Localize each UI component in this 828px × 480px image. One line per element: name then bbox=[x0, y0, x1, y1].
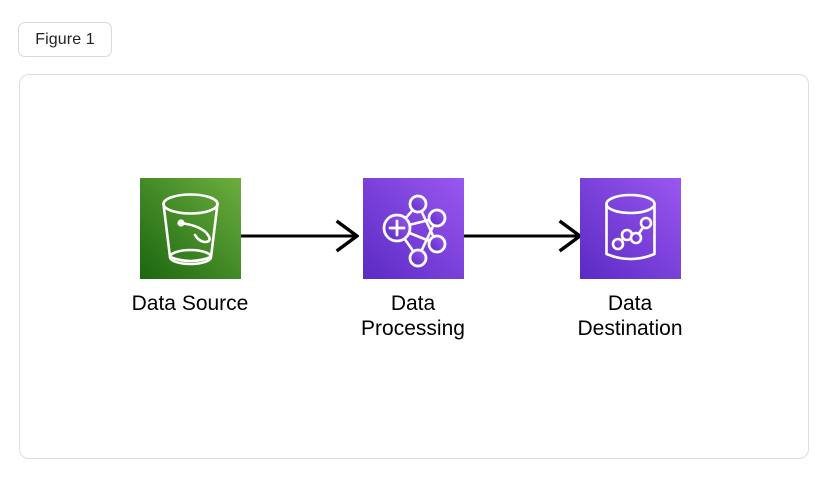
pipeline-node-label: Data Source bbox=[131, 292, 249, 315]
network-nodes-icon bbox=[362, 178, 464, 279]
pipeline-node-data-processing: Data Processing bbox=[323, 178, 503, 341]
pipeline-node-label: Data Destination bbox=[577, 292, 683, 340]
pipeline-node-label: Data Processing bbox=[361, 292, 465, 340]
figure-badge: Figure 1 bbox=[18, 22, 112, 57]
figure-badge-label: Figure 1 bbox=[35, 30, 95, 48]
pipeline-node-data-source: Data Source bbox=[100, 178, 280, 316]
pipeline-node-data-destination: Data Destination bbox=[540, 178, 720, 341]
database-chart-icon bbox=[579, 178, 681, 279]
s3-bucket-icon bbox=[139, 178, 241, 279]
